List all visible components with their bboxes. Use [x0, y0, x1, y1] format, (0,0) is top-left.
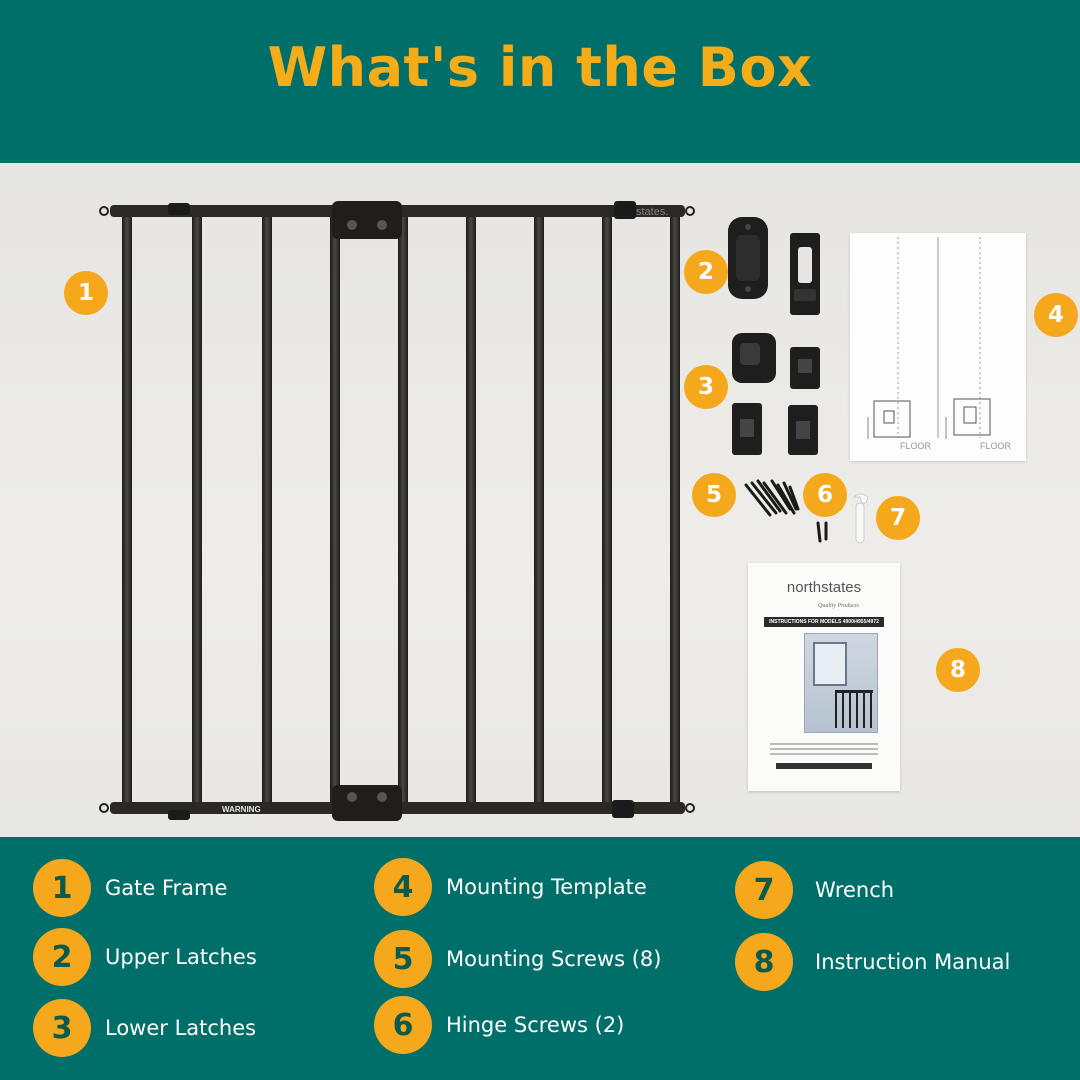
legend-label: Gate Frame	[105, 876, 228, 900]
manual-footer-bar	[776, 763, 872, 769]
badge-4: 4	[1034, 293, 1078, 337]
legend-item-wrench: 7 Wrench	[735, 861, 894, 919]
legend-label: Wrench	[815, 878, 895, 902]
wrench-icon	[852, 493, 869, 544]
gate-frame-illustration: states. WARNING	[99, 201, 869, 821]
manual-tagline: Quality Products	[818, 603, 859, 609]
legend-label: Mounting Template	[446, 875, 647, 899]
badge-5: 5	[692, 473, 736, 517]
legend-number: 3	[33, 999, 91, 1057]
template-floor-label: FLOOR	[900, 441, 932, 451]
legend-item-upper-latches: 2 Upper Latches	[33, 928, 257, 986]
mounting-screws-icon	[744, 479, 800, 517]
manual-text-lines	[770, 743, 878, 758]
upper-latch-right	[790, 233, 820, 315]
legend-item-mounting-template: 4 Mounting Template	[374, 858, 647, 916]
legend-label: Lower Latches	[105, 1016, 257, 1040]
mounting-template-sheet: FLOOR FLOOR	[850, 233, 1026, 461]
legend-number: 2	[33, 928, 91, 986]
manual-brand: northstates	[786, 579, 862, 596]
legend-label: Instruction Manual	[815, 950, 1011, 974]
legend-number: 4	[374, 858, 432, 916]
legend-item-instruction-manual: 8 Instruction Manual	[735, 933, 1010, 991]
legend-item-lower-latches: 3 Lower Latches	[33, 999, 256, 1057]
badge-1: 1	[64, 271, 108, 315]
legend-number: 7	[735, 861, 793, 919]
legend-item-gate-frame: 1 Gate Frame	[33, 859, 227, 917]
product-photo: states. WARNING	[0, 163, 1080, 837]
legend-item-mounting-screws: 5 Mounting Screws (8)	[374, 930, 661, 988]
badge-6: 6	[803, 473, 847, 517]
manual-title-bar: INSTRUCTIONS FOR MODELS 4900/4955/4972	[764, 617, 884, 627]
manual-cover-image	[804, 633, 878, 733]
lower-latch-3	[732, 403, 762, 455]
badge-3: 3	[684, 365, 728, 409]
lower-latch-4	[788, 405, 818, 455]
legend-number: 1	[33, 859, 91, 917]
page-title: What's in the Box	[267, 36, 813, 99]
legend-number: 8	[735, 933, 793, 991]
legend-label: Hinge Screws (2)	[446, 1013, 625, 1037]
lower-latch-2	[790, 347, 820, 389]
gate-warning-text: WARNING	[222, 805, 261, 814]
badge-8: 8	[936, 648, 980, 692]
legend-number: 6	[374, 996, 432, 1054]
badge-2: 2	[684, 250, 728, 294]
header-banner: What's in the Box	[0, 0, 1080, 163]
badge-7: 7	[876, 496, 920, 540]
gate-brand-text: states.	[636, 206, 668, 218]
legend-label: Upper Latches	[105, 945, 257, 969]
upper-latch-left	[728, 217, 768, 299]
instruction-manual-booklet: northstates Quality Products INSTRUCTION…	[748, 563, 900, 791]
lower-latch-1	[732, 333, 776, 383]
legend-label: Mounting Screws (8)	[446, 947, 662, 971]
legend-number: 5	[374, 930, 432, 988]
hinge-screws-icon	[816, 521, 828, 543]
template-floor-label-2: FLOOR	[980, 441, 1012, 451]
legend-panel: 1 Gate Frame 2 Upper Latches 3 Lower Lat…	[0, 837, 1080, 1080]
legend-item-hinge-screws: 6 Hinge Screws (2)	[374, 996, 624, 1054]
